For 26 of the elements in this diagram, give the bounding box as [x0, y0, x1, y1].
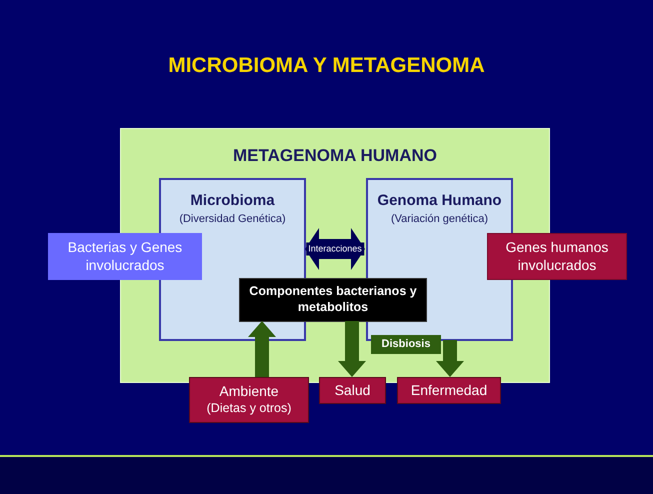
arrow: [338, 321, 366, 377]
subheading: (Diversidad Genética): [179, 212, 286, 226]
heading: METAGENOMA HUMANO: [233, 145, 437, 167]
label-text: Componentes bacterianos y metabolitos: [248, 284, 418, 316]
heading: Genoma Humano: [377, 191, 502, 211]
label-text: Enfermedad: [410, 382, 488, 400]
label-box: [397, 377, 501, 404]
label-box: [48, 233, 202, 280]
edge-label: Interacciones: [306, 242, 364, 256]
label-text: Salud: [334, 382, 370, 400]
tag-label: [371, 335, 441, 354]
arrow: [305, 228, 365, 270]
arrow: [436, 340, 464, 377]
label-box: [487, 233, 627, 280]
label-text: Bacterias y Genes involucrados: [66, 239, 184, 274]
heading: Microbioma: [190, 191, 275, 211]
label-text: Disbiosis: [382, 339, 430, 350]
title: MICROBIOMA Y METAGENOMA: [167, 53, 486, 79]
label-box: [189, 377, 309, 423]
label-text: Ambiente: [219, 383, 279, 401]
process-box: [239, 278, 427, 322]
label-box: [319, 377, 386, 404]
arrow: [248, 321, 276, 377]
subheading: (Dietas y otros): [206, 400, 292, 417]
label-text: Genes humanos involucrados: [504, 239, 610, 274]
subheading: (Variación genética): [390, 212, 488, 226]
